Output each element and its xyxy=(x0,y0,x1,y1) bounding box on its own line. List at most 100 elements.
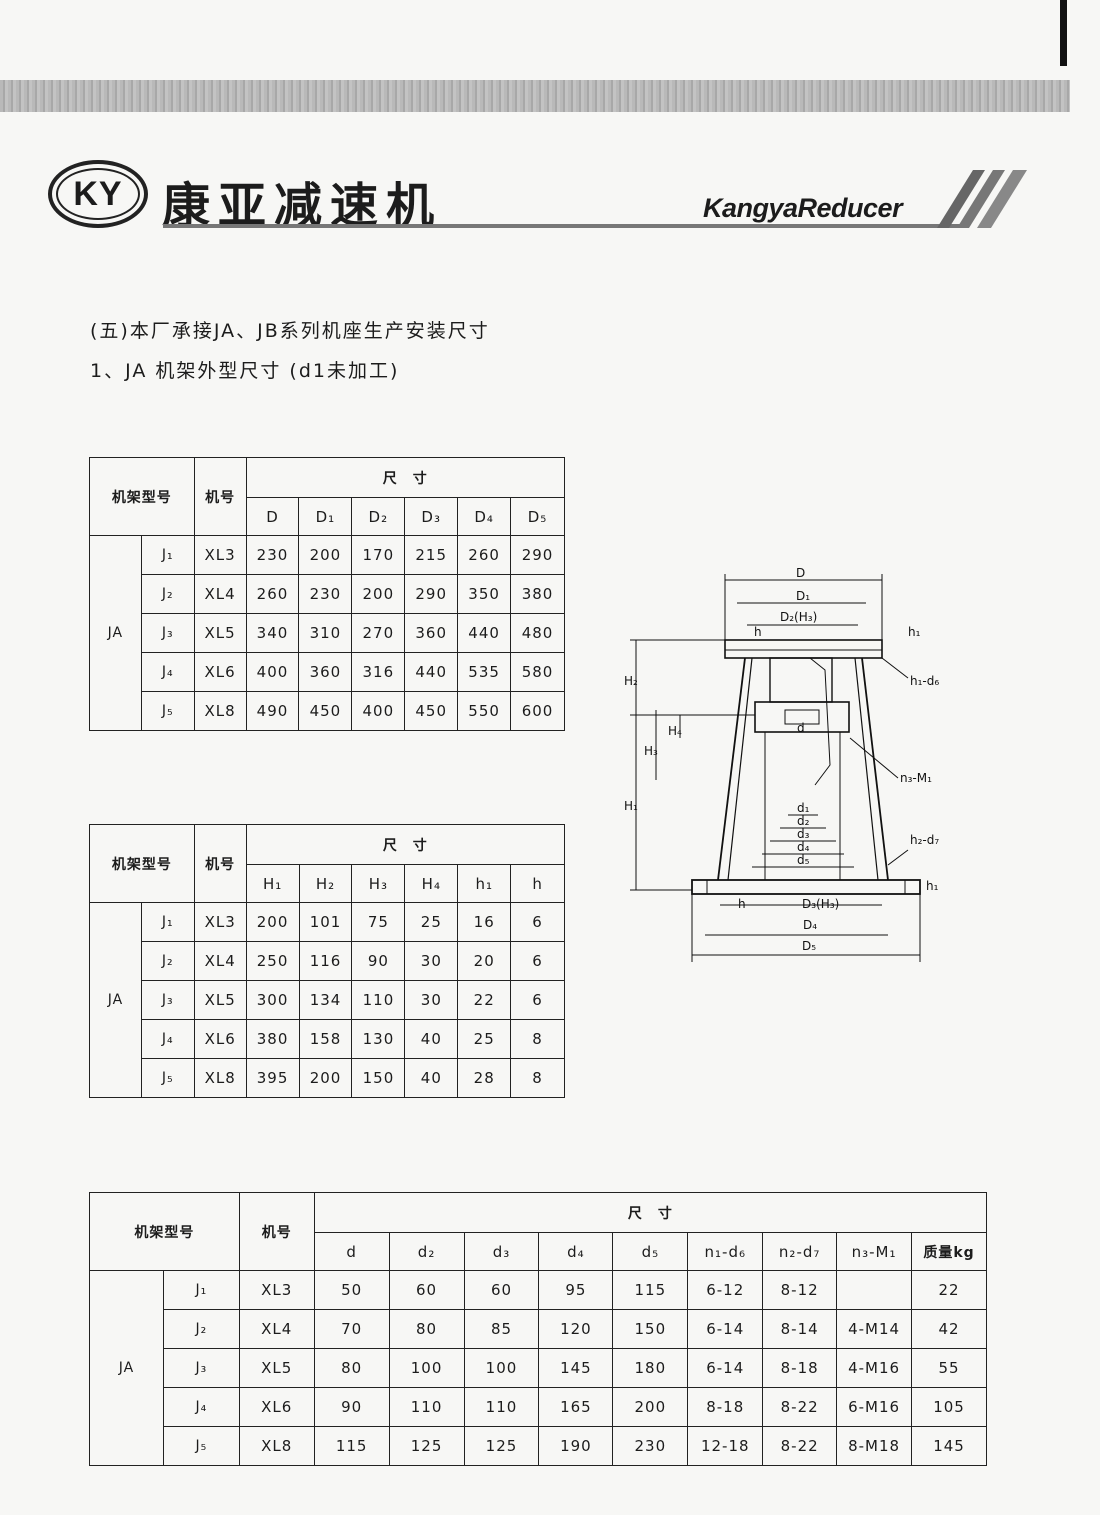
model-cell: XL6 xyxy=(193,652,247,692)
model-cell: XL3 xyxy=(193,535,247,575)
model-cell: XL4 xyxy=(193,941,247,981)
value-cell: 105 xyxy=(911,1387,987,1427)
model-cell: XL5 xyxy=(193,613,247,653)
model-cell: XL4 xyxy=(193,574,247,614)
drawing-label: h₁ xyxy=(926,879,939,893)
value-cell: 316 xyxy=(351,652,406,692)
value-cell: 115 xyxy=(313,1426,390,1466)
value-cell: 60 xyxy=(388,1270,465,1310)
value-cell: 90 xyxy=(351,941,406,981)
value-cell: 120 xyxy=(538,1309,614,1349)
frame-cell: J₅ xyxy=(162,1426,240,1466)
value-cell: 150 xyxy=(351,1058,406,1098)
value-cell: 40 xyxy=(404,1019,459,1059)
header-frame-type: 机架型号 xyxy=(89,1192,240,1271)
value-cell: 380 xyxy=(245,1019,300,1059)
value-cell: 535 xyxy=(457,652,512,692)
value-cell: 170 xyxy=(351,535,406,575)
brand-logo-text: KY xyxy=(56,168,140,220)
value-cell: 230 xyxy=(612,1426,689,1466)
value-cell: 395 xyxy=(245,1058,300,1098)
value-cell: 6-14 xyxy=(687,1348,764,1388)
col-header: d₃ xyxy=(463,1232,540,1271)
col-header: H₂ xyxy=(298,864,353,903)
value-cell: 270 xyxy=(351,613,406,653)
col-header: 质量kg xyxy=(911,1232,987,1271)
frame-technical-drawing: D D₁ D₂(H₃) h₁ h h₁-d₆ H₂ H₄ H₃ H₁ d n₃-… xyxy=(624,566,939,962)
value-cell: 200 xyxy=(298,1058,353,1098)
value-cell: 380 xyxy=(510,574,565,614)
value-cell: 200 xyxy=(245,902,300,942)
value-cell: 480 xyxy=(510,613,565,653)
col-header: D₂ xyxy=(351,497,406,536)
col-header: D₄ xyxy=(457,497,512,536)
col-header: n₃-M₁ xyxy=(836,1232,913,1271)
model-cell: XL6 xyxy=(193,1019,247,1059)
value-cell: 260 xyxy=(457,535,512,575)
header-model: 机号 xyxy=(193,824,247,903)
value-cell: 8 xyxy=(510,1019,565,1059)
frame-cell: J₃ xyxy=(140,613,195,653)
brand-logo: KY xyxy=(48,160,148,228)
col-header: D₃ xyxy=(404,497,459,536)
drawing-label: H₁ xyxy=(624,799,638,813)
value-cell: 28 xyxy=(457,1058,512,1098)
value-cell xyxy=(836,1270,913,1310)
model-cell: XL4 xyxy=(238,1309,315,1349)
drawing-label: d₂ xyxy=(797,814,810,828)
value-cell: 55 xyxy=(911,1348,987,1388)
header-model: 机号 xyxy=(193,457,247,536)
model-cell: XL8 xyxy=(238,1426,315,1466)
col-header: D₁ xyxy=(298,497,353,536)
table-row: J₃ XL5 80 100 100 145 180 6-14 8-18 4-M1… xyxy=(90,1348,987,1388)
value-cell: 8-22 xyxy=(762,1426,838,1466)
value-cell: 600 xyxy=(510,691,565,731)
value-cell: 450 xyxy=(404,691,459,731)
drawing-label: h xyxy=(738,897,746,911)
header-dimensions: 尺 寸 xyxy=(245,457,566,498)
model-cell: XL3 xyxy=(238,1270,315,1310)
value-cell: 300 xyxy=(245,980,300,1020)
value-cell: 110 xyxy=(463,1387,540,1427)
table-row: J₄ XL6 380 158 130 40 25 8 xyxy=(90,1019,565,1059)
header-texture-bar xyxy=(0,80,1070,112)
value-cell: 6-12 xyxy=(687,1270,764,1310)
value-cell: 6-M16 xyxy=(836,1387,913,1427)
value-cell: 290 xyxy=(510,535,565,575)
value-cell: 42 xyxy=(911,1309,987,1349)
header-frame-type: 机架型号 xyxy=(89,824,195,903)
value-cell: 440 xyxy=(457,613,512,653)
frame-cell: J₅ xyxy=(140,691,195,731)
drawing-label: H₂ xyxy=(624,674,638,688)
value-cell: 200 xyxy=(612,1387,689,1427)
col-header: d₄ xyxy=(538,1232,614,1271)
value-cell: 260 xyxy=(245,574,300,614)
value-cell: 8-M18 xyxy=(836,1426,913,1466)
drawing-label: D₅ xyxy=(802,939,816,953)
table-row: J₃ XL5 340 310 270 360 440 480 xyxy=(90,613,565,653)
drawing-label: d₅ xyxy=(797,853,810,867)
header-model: 机号 xyxy=(238,1192,315,1271)
header-frame-type: 机架型号 xyxy=(89,457,195,536)
value-cell: 310 xyxy=(298,613,353,653)
col-header: d₂ xyxy=(388,1232,465,1271)
frame-cell: J₁ xyxy=(140,902,195,942)
drawing-label: D₁ xyxy=(796,589,810,603)
value-cell: 125 xyxy=(463,1426,540,1466)
value-cell: 580 xyxy=(510,652,565,692)
col-header: D xyxy=(245,497,300,536)
value-cell: 360 xyxy=(298,652,353,692)
value-cell: 110 xyxy=(388,1387,465,1427)
frame-cell: J₁ xyxy=(162,1270,240,1310)
value-cell: 6-14 xyxy=(687,1309,764,1349)
model-cell: XL6 xyxy=(238,1387,315,1427)
value-cell: 125 xyxy=(388,1426,465,1466)
value-cell: 200 xyxy=(351,574,406,614)
frame-cell: J₅ xyxy=(140,1058,195,1098)
frame-cell: J₂ xyxy=(162,1309,240,1349)
value-cell: 400 xyxy=(245,652,300,692)
value-cell: 4-M14 xyxy=(836,1309,913,1349)
value-cell: 6 xyxy=(510,902,565,942)
drawing-label: h₂-d₇ xyxy=(910,833,939,847)
col-header: h xyxy=(510,864,565,903)
